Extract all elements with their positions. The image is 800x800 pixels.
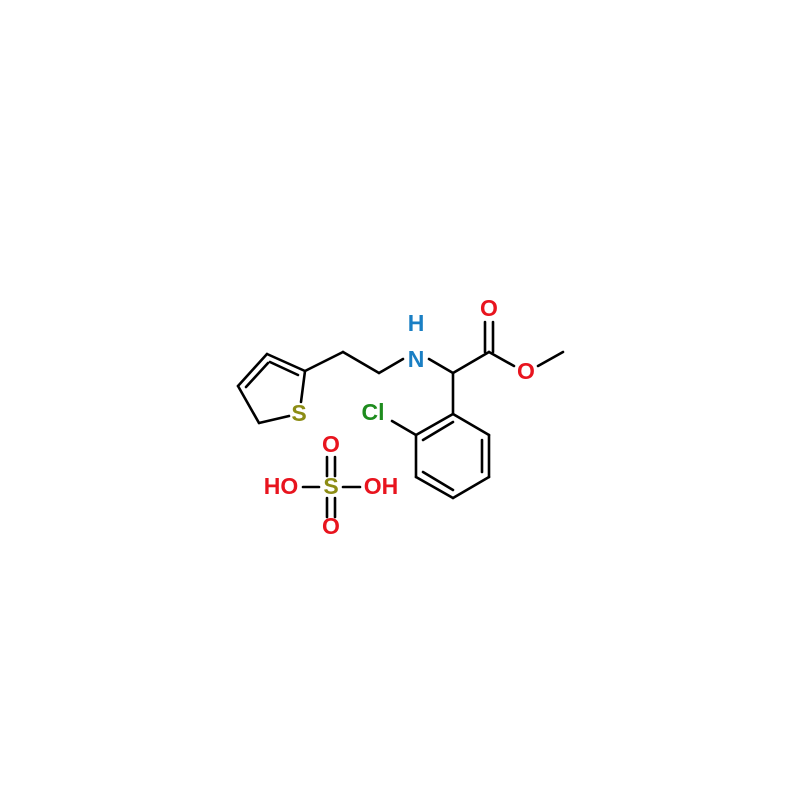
atom-sulfuric-o-bottom-label: O xyxy=(322,513,340,539)
bond-c-cl xyxy=(390,419,418,437)
bond-c3-c4-double xyxy=(244,361,270,389)
bond-c2-c3-double xyxy=(268,360,300,377)
bond-ch2-n xyxy=(377,357,405,375)
bond-ccarbonyl-oester xyxy=(487,350,516,368)
bond-ch2-ch2 xyxy=(341,350,381,375)
thiophene-ring xyxy=(236,352,307,425)
bond-ph6-ph1 xyxy=(414,412,455,437)
atom-o-ester-label: O xyxy=(517,358,535,384)
atom-o-carbonyl-label: O xyxy=(480,295,498,321)
bond-ph4-ph5 xyxy=(414,475,455,500)
bond-s-c2 xyxy=(299,369,307,404)
bond-ph6-ph1-double xyxy=(421,420,455,442)
bond-c3-c4 xyxy=(236,352,269,388)
phenyl-ring xyxy=(414,412,491,500)
atom-n-label: N xyxy=(408,346,425,372)
atom-sulfuric-s-label: S xyxy=(323,473,338,499)
bond-oester-ch3 xyxy=(536,350,565,368)
atom-sulfuric-o-top-label: O xyxy=(322,431,340,457)
bond-c2-c3 xyxy=(265,352,307,373)
bond-ph4-ph5-double xyxy=(421,470,455,492)
bond-c5-s xyxy=(257,414,291,425)
bond-ph1-ph2 xyxy=(451,412,491,437)
sulfuric-acid xyxy=(301,455,362,519)
atom-s-thiophene-label: S xyxy=(291,400,306,426)
bond-c2-ch2 xyxy=(303,350,345,373)
bond-ph3-ph4 xyxy=(451,475,491,500)
atom-sulfuric-oh-left-label: HO xyxy=(264,473,299,499)
bond-c4-c5 xyxy=(236,384,261,425)
atom-nh-label: H xyxy=(408,310,425,336)
bond-n-calpha xyxy=(427,357,455,375)
atom-cl-label: Cl xyxy=(362,399,385,425)
bond-calpha-ccarbonyl xyxy=(451,350,491,375)
atom-sulfuric-oh-right-label: OH xyxy=(364,473,399,499)
